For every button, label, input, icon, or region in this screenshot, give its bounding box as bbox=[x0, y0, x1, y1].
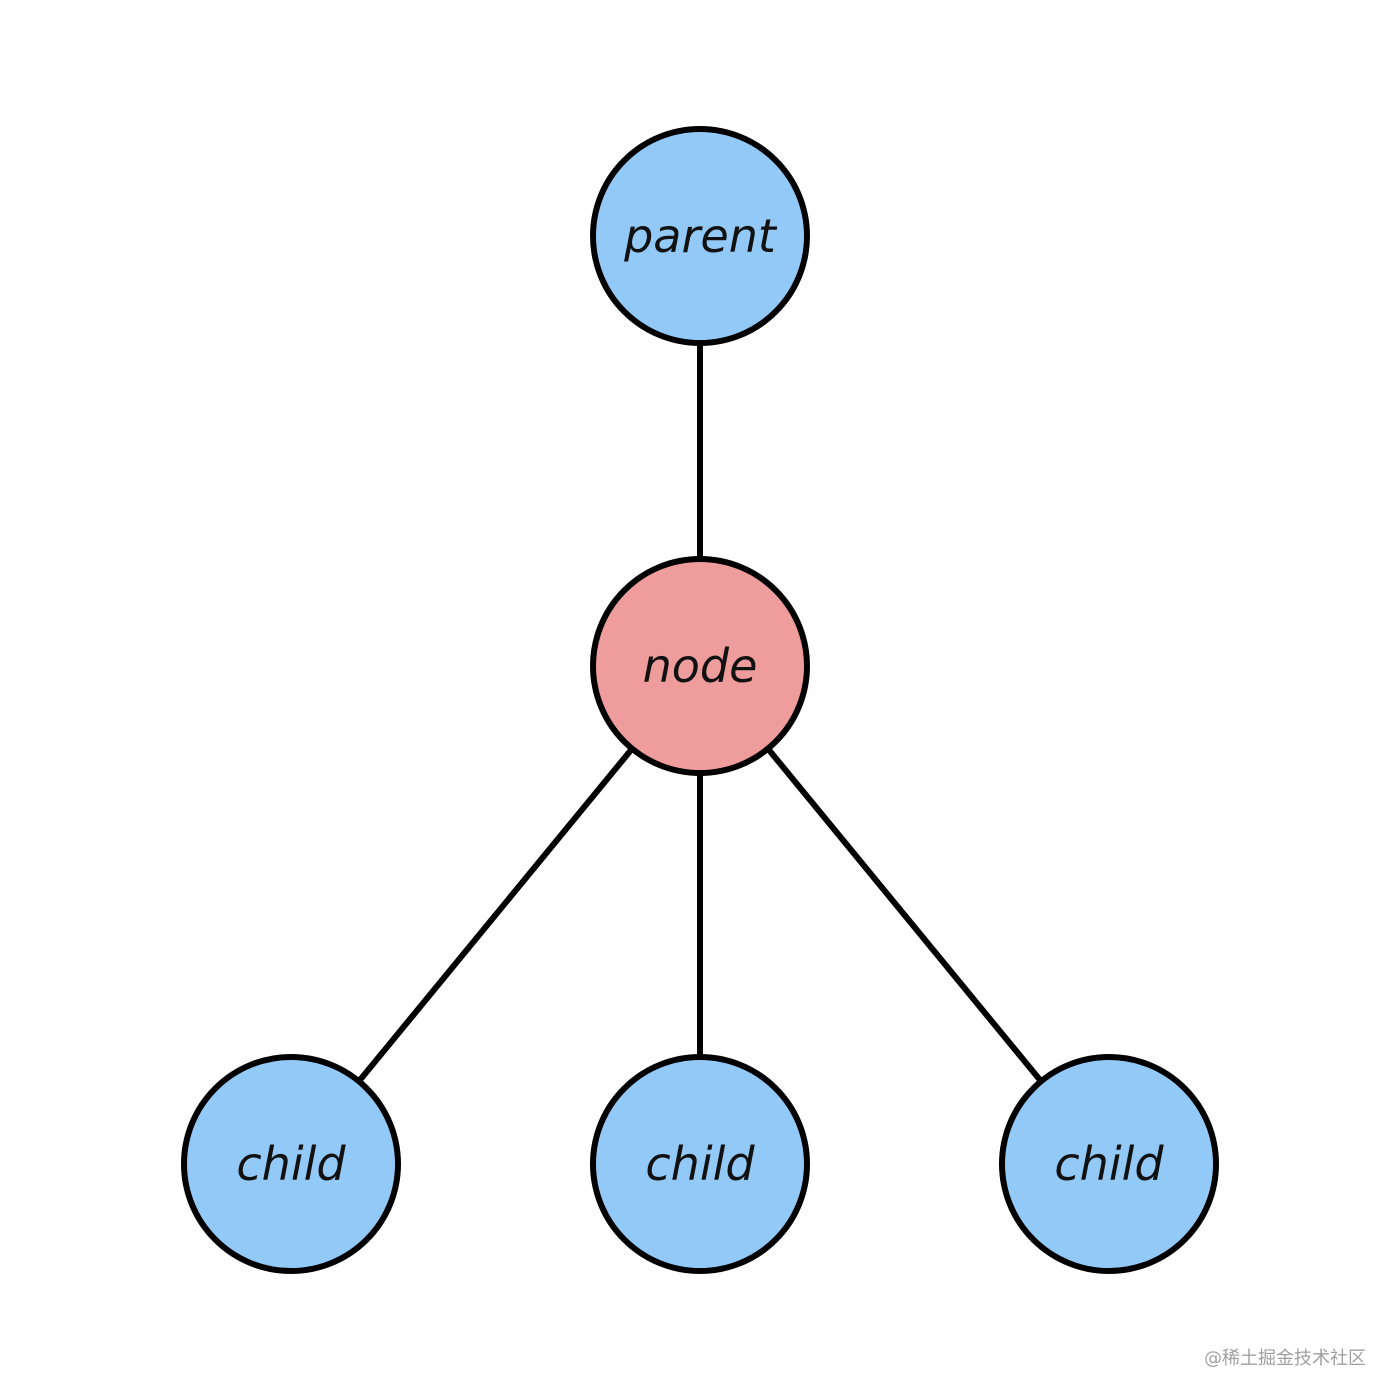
node-label-node: node bbox=[643, 639, 758, 693]
node-circle-node bbox=[590, 556, 810, 776]
edges-layer bbox=[356, 343, 1044, 1084]
node-label-child-1: child bbox=[236, 1137, 346, 1191]
tree-node-node: node bbox=[590, 556, 810, 776]
edge-node-to-child-1 bbox=[356, 746, 635, 1084]
node-circle-child-2 bbox=[590, 1054, 810, 1274]
tree-node-child-3: child bbox=[999, 1054, 1219, 1274]
node-label-child-3: child bbox=[1054, 1137, 1164, 1191]
node-label-parent: parent bbox=[623, 209, 778, 263]
edge-node-to-child-3 bbox=[765, 746, 1044, 1084]
watermark-text: @稀土掘金技术社区 bbox=[1204, 1348, 1366, 1369]
tree-node-child-1: child bbox=[181, 1054, 401, 1274]
node-circle-child-3 bbox=[999, 1054, 1219, 1274]
nodes-layer: parent node child child child bbox=[181, 126, 1219, 1274]
node-circle-child-1 bbox=[181, 1054, 401, 1274]
tree-node-parent: parent bbox=[590, 126, 810, 346]
node-label-child-2: child bbox=[645, 1137, 755, 1191]
node-circle-parent bbox=[590, 126, 810, 346]
tree-node-child-2: child bbox=[590, 1054, 810, 1274]
